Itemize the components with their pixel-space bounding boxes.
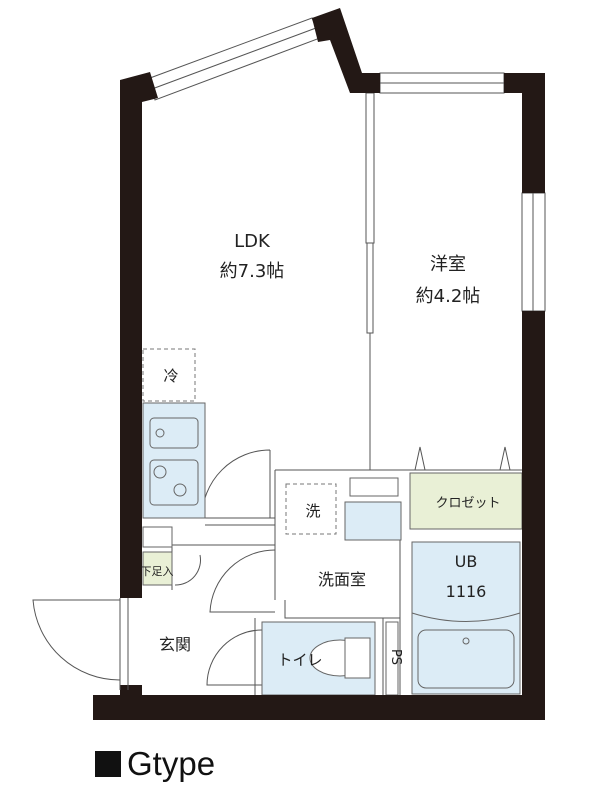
sliding-door	[365, 92, 375, 244]
ldk-label: LDK	[234, 231, 271, 252]
western-room-label: 洋室	[430, 254, 466, 275]
shoe-cabinet	[142, 551, 173, 586]
bathtub-icon	[417, 629, 515, 689]
closet	[409, 472, 523, 530]
toilet-door-swing	[206, 629, 263, 686]
vanity-sink-icon	[344, 501, 402, 541]
plan-type-label: Gtype	[127, 745, 216, 782]
square-bullet-icon	[95, 751, 121, 777]
walls	[93, 8, 545, 720]
ldk-size: 約7.3帖	[220, 261, 285, 282]
shoe-cabinet-door	[174, 554, 201, 586]
fridge-label: 冷	[163, 367, 178, 385]
western-room-size: 約4.2帖	[416, 286, 481, 307]
washroom-label: 洗面室	[318, 570, 366, 589]
window-ldk	[149, 17, 321, 101]
vanity-mirror	[349, 477, 399, 497]
sink-icon	[149, 417, 199, 449]
closet-label: クロゼット	[435, 496, 500, 511]
entrance-door-swing	[32, 599, 121, 681]
ps-label: PS	[388, 649, 403, 665]
washer-space	[285, 483, 337, 535]
bath-label: UB	[455, 552, 478, 571]
fridge-space	[142, 348, 196, 402]
stove-icon	[149, 459, 199, 506]
kitchen-door-swing	[201, 449, 271, 519]
toilet-label: トイレ	[277, 651, 322, 669]
bath-size: 1116	[446, 582, 487, 601]
washroom-door-swing	[209, 549, 276, 613]
plan-type-caption: Gtype	[95, 745, 215, 783]
washer-label: 洗	[305, 502, 320, 520]
entrance-label: 玄関	[159, 635, 191, 654]
sliding-door	[366, 242, 374, 334]
shoe-cabinet-label: 下足入	[141, 565, 174, 578]
